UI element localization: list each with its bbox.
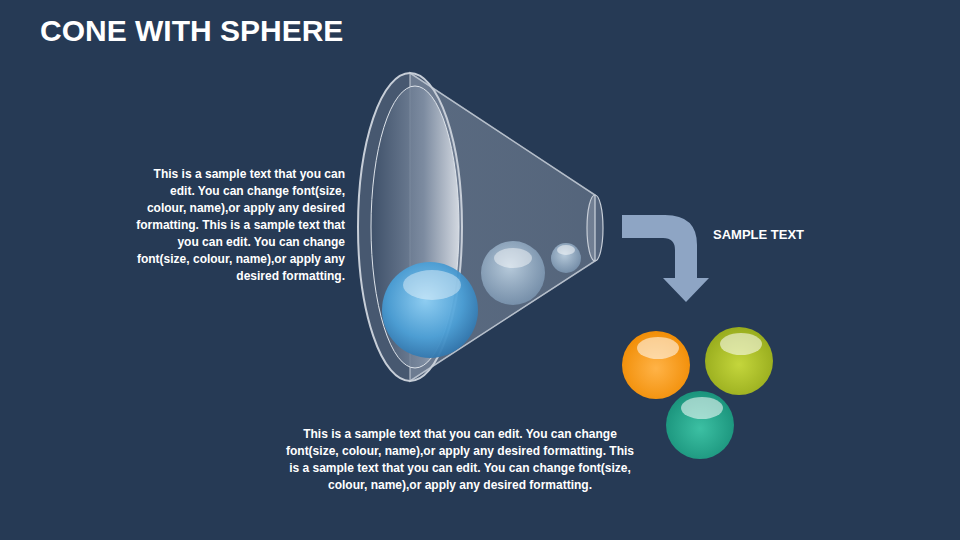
sample-heading: SAMPLE TEXT — [713, 227, 863, 243]
body-text: This is a sample text that you can edit.… — [282, 426, 638, 494]
slide-title: CONE WITH SPHERE — [40, 14, 343, 48]
body-text: This is a sample text that you can edit.… — [130, 166, 345, 285]
